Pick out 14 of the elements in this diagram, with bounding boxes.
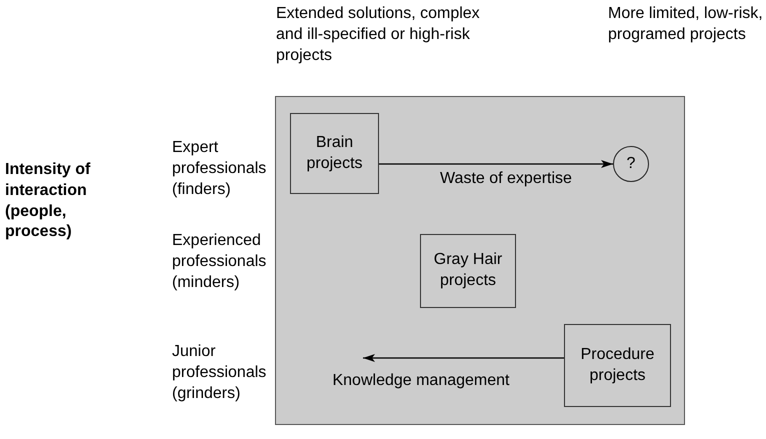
arrow: [379, 160, 613, 168]
arrow: [363, 354, 564, 362]
project-box: Brain projects: [290, 113, 379, 194]
heading-label: More limited, low-risk, programed projects: [608, 4, 763, 45]
project-box: Gray Hair projects: [420, 234, 516, 308]
panel-background: [275, 96, 685, 425]
heading-label: Experienced professionals (minders): [172, 231, 268, 293]
heading-label: Extended solutions, complex and ill-specified or high-risk projects: [276, 4, 481, 66]
edge-label: Waste of expertise: [440, 169, 572, 189]
axis-label: Intensity of interaction (people, process): [5, 160, 92, 242]
heading-label: Junior professionals (grinders): [172, 342, 268, 404]
edge-label: Knowledge management: [332, 371, 510, 391]
heading-label: Expert professionals (finders): [172, 138, 268, 200]
project-box: Procedure projects: [564, 324, 671, 407]
